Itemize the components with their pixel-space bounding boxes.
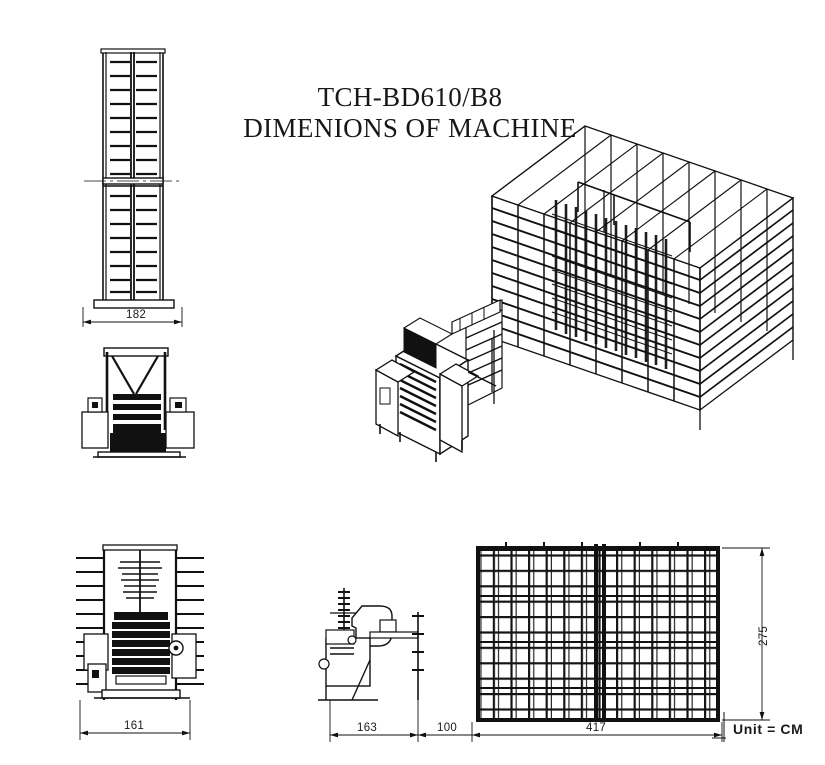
dimension-275 (722, 547, 770, 721)
dimension-161 (79, 700, 191, 740)
dimension-182 (82, 307, 183, 327)
dimension-label-275: 275 (758, 625, 770, 646)
dimension-label-100: 100 (437, 722, 458, 734)
dimension-label-417: 417 (586, 722, 607, 734)
view-top-left-creel-elevation (84, 48, 182, 309)
dimension-163-and-100 (329, 700, 472, 742)
dimension-417 (471, 722, 723, 742)
view-isometric-machine-and-creel (374, 125, 795, 462)
unit-note: Unit = CM (733, 721, 804, 737)
view-middle-left-machine-elevation (81, 347, 195, 458)
view-bottom-left-machine-plan (76, 544, 204, 700)
view-bottom-center-machine-side (318, 588, 424, 701)
view-bottom-right-creel-grid (476, 542, 720, 722)
dimension-label-161: 161 (124, 720, 145, 732)
dimension-label-163: 163 (357, 722, 378, 734)
dimension-label-182: 182 (126, 309, 147, 321)
